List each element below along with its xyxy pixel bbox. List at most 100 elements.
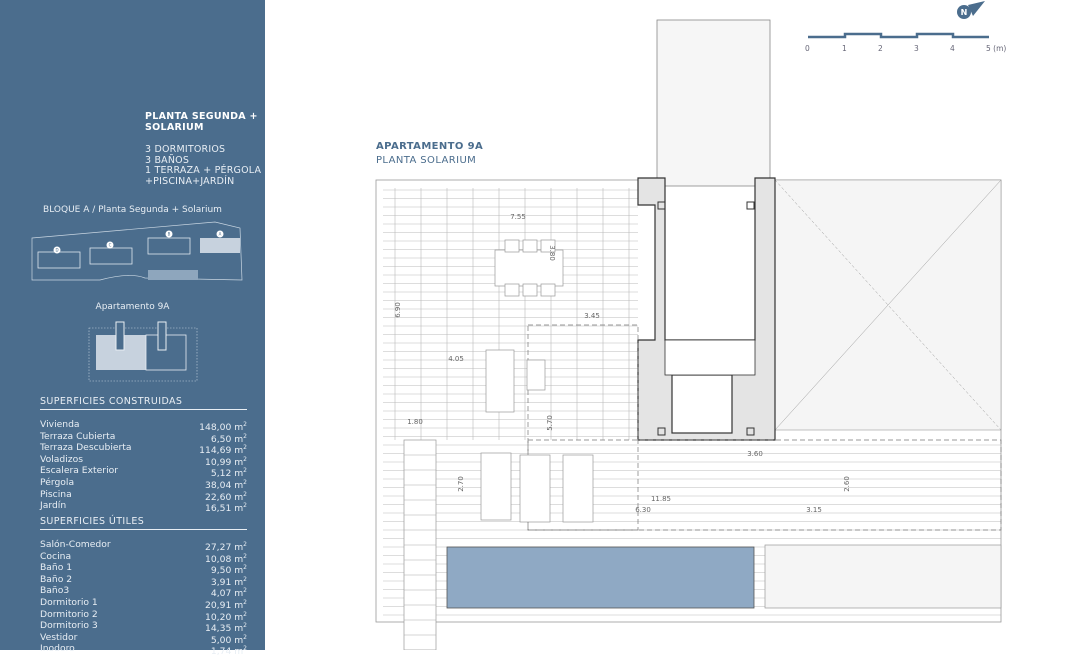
useful-areas-title: SUPERFICIES ÚTILES (40, 516, 247, 530)
area-value: 4,07 m2 (211, 585, 247, 600)
area-label: Vivienda (40, 419, 80, 430)
area-number: 148,00 m (199, 422, 244, 434)
area-unit: 2 (243, 490, 247, 498)
apartment-key-plan (88, 321, 198, 382)
area-row: Terraza Cubierta 6,50 m2 (40, 431, 247, 446)
apartment-caption: Apartamento 9A (95, 302, 170, 312)
area-row: Salón-Comedor 27,27 m2 (40, 539, 247, 554)
area-row: Terraza Descubierta 114,69 m2 (40, 442, 247, 457)
area-row: Voladizos 10,99 m2 (40, 454, 247, 469)
scale-tick: 2 (878, 44, 883, 53)
area-unit: 2 (243, 444, 247, 452)
area-label: Voladizos (40, 453, 83, 465)
dimension-label: 6.30 (635, 506, 651, 514)
area-label: Pérgola (40, 477, 75, 488)
area-label: Dormitorio 2 (40, 608, 98, 620)
block-marker: A (219, 232, 222, 237)
area-label: Cocina (40, 550, 72, 562)
plan-heading: PLANTA SEGUNDA + SOLARIUM (145, 111, 258, 133)
plan-title: APARTAMENTO 9A (376, 141, 484, 152)
block-marker: C (109, 243, 112, 248)
dimension-label: 3.60 (747, 450, 763, 458)
area-value: 16,51 m2 (205, 500, 247, 515)
dimension-label: 11.85 (651, 495, 671, 503)
block-marker: B (168, 232, 171, 237)
floor-plan: APARTAMENTO 9A PLANTA SOLARIUM N (265, 0, 1070, 650)
area-value: 6,50 m2 (211, 431, 247, 446)
compass-north-icon: N (957, 1, 985, 19)
plan-subtitle: PLANTA SOLARIUM (376, 155, 477, 166)
area-row: Dormitorio 1 20,91 m2 (40, 597, 247, 612)
scale-tick: 3 (914, 44, 919, 53)
area-unit: 2 (243, 502, 247, 510)
area-unit: 2 (243, 633, 247, 641)
area-row: Escalera Exterior 5,12 m2 (40, 465, 247, 480)
area-label: Terraza Descubierta (40, 442, 132, 454)
area-unit: 2 (243, 610, 247, 618)
dimension-label: 7.55 (510, 213, 526, 221)
area-unit: 2 (243, 575, 247, 583)
area-number: 10,08 m (204, 553, 244, 565)
area-number: 5,00 m (210, 634, 244, 646)
area-number: 27,27 m (204, 542, 244, 554)
area-number: 9,50 m (210, 565, 244, 577)
features-list: 3 DORMITORIOS 3 BAÑOS 1 TERRAZA + PÉRGOL… (145, 144, 261, 187)
area-label: Baño3 (40, 585, 70, 597)
dimension-label: 3.45 (584, 312, 600, 320)
area-unit: 2 (243, 479, 247, 486)
area-label: Dormitorio 1 (40, 597, 98, 608)
area-unit: 2 (243, 552, 247, 560)
svg-text:N: N (961, 8, 968, 17)
area-value: 20,91 m2 (205, 597, 247, 612)
feature: 3 DORMITORIOS (145, 144, 226, 155)
dimension-label: 5.70 (546, 415, 554, 431)
area-number: 1,74 m (210, 646, 244, 658)
area-unit: 2 (243, 455, 247, 463)
area-number: 10,99 m (204, 456, 244, 468)
area-row: Dormitorio 2 10,20 m2 (40, 609, 247, 624)
area-row: Baño 1 9,50 m2 (40, 562, 247, 577)
block-caption: BLOQUE A / Planta Segunda + Solarium (43, 205, 222, 215)
area-row: Vestidor 5,00 m2 (40, 632, 247, 647)
area-unit: 2 (243, 564, 247, 572)
dimension-label: 6.90 (394, 302, 402, 318)
pool (446, 546, 755, 609)
area-unit: 2 (243, 622, 247, 630)
area-value: 10,08 m2 (205, 551, 247, 566)
area-value: 10,20 m2 (205, 609, 247, 624)
area-unit: 2 (243, 467, 247, 475)
area-number: 4,07 m (210, 588, 244, 600)
heading-line: SOLARIUM (145, 122, 204, 133)
area-label: Baño 1 (40, 562, 73, 574)
area-label: Terraza Cubierta (40, 430, 116, 442)
plan-drawing: N (375, 1, 1002, 650)
area-row: Baño3 4,07 m2 (40, 585, 247, 600)
area-value: 38,04 m2 (205, 477, 247, 492)
dimension-label: 3.80 (548, 245, 556, 261)
heading-line: PLANTA SEGUNDA + (145, 111, 258, 122)
built-areas-title: SUPERFICIES CONSTRUIDAS (40, 396, 247, 410)
area-label: Piscina (40, 488, 72, 500)
area-value: 1,74 m2 (211, 643, 247, 658)
scale-labels: 0 1 2 3 4 5 (m) (805, 44, 1006, 54)
feature: +PISCINA+JARDÍN (145, 175, 235, 187)
area-number: 5,12 m (210, 468, 244, 480)
area-unit: 2 (243, 541, 247, 548)
scale-tick: 4 (950, 44, 955, 53)
area-row: Pérgola 38,04 m2 (40, 477, 247, 492)
feature: 3 BAÑOS (145, 154, 190, 166)
dimension-label: 1.80 (407, 418, 423, 426)
area-unit: 2 (243, 599, 247, 606)
area-unit: 2 (243, 432, 247, 440)
area-label: Salón-Comedor (40, 539, 111, 550)
area-number: 114,69 m (199, 445, 244, 457)
area-label: Vestidor (40, 631, 78, 643)
scale-tick: 1 (842, 44, 847, 53)
dimension-label: 2.70 (457, 476, 465, 492)
area-value: 27,27 m2 (205, 539, 247, 554)
area-label: Escalera Exterior (40, 465, 119, 477)
area-number: 16,51 m (204, 503, 244, 515)
